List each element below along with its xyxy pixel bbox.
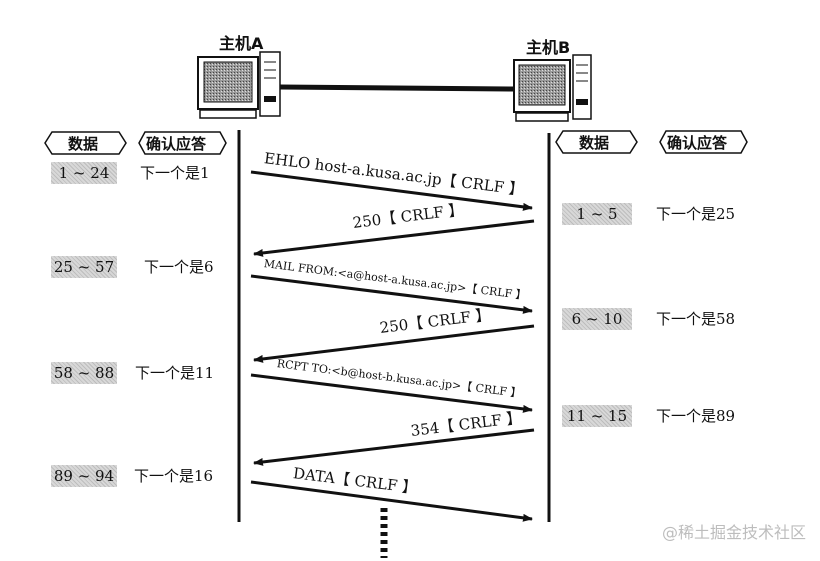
left-ack-cell: 下一个是6 <box>144 258 214 276</box>
ack-header-right: 确认应答 <box>667 134 728 152</box>
data-header-left: 数据 <box>68 135 99 153</box>
left-ack-cell: 下一个是16 <box>134 467 214 485</box>
host-a-label: 主机A <box>219 34 264 53</box>
arrow-354 <box>253 428 535 466</box>
right-data-cell: 6 ~ 10 <box>562 308 632 330</box>
right-ack-cell: 下一个是89 <box>656 407 736 425</box>
computer-b-icon <box>513 54 592 122</box>
right-ack-cell: 下一个是58 <box>656 310 736 328</box>
arrow-mail-from <box>250 274 533 314</box>
right-data-cell: 11 ~ 15 <box>562 405 632 427</box>
ack-header-badge-left <box>138 131 227 155</box>
data-header-badge-right <box>555 130 638 154</box>
ack-header-badge-right <box>659 130 748 154</box>
left-data-cell: 89 ~ 94 <box>51 465 117 487</box>
arrow-250-2 <box>253 324 535 363</box>
left-data-cell: 58 ~ 88 <box>51 362 117 384</box>
arrow-data <box>250 480 533 522</box>
left-ack-cell: 下一个是11 <box>135 364 215 382</box>
arrow-250-1 <box>253 219 535 257</box>
left-data-cell: 25 ~ 57 <box>51 256 117 278</box>
left-data-cell: 1 ~ 24 <box>51 162 117 184</box>
left-ack-cell: 下一个是1 <box>140 164 210 182</box>
arrow-rcpt-to <box>250 373 533 413</box>
host-b-label: 主机B <box>526 38 571 57</box>
computer-a-icon <box>197 51 281 119</box>
arrow-ehlo <box>250 170 533 211</box>
watermark: @稀土掘金技术社区 <box>661 523 806 542</box>
ack-header-left: 确认应答 <box>146 135 207 153</box>
right-ack-cell: 下一个是25 <box>656 205 736 223</box>
network-cable <box>279 84 515 92</box>
data-header-right: 数据 <box>579 134 610 152</box>
right-data-cell: 1 ~ 5 <box>562 203 632 225</box>
data-header-badge-left <box>44 131 127 155</box>
